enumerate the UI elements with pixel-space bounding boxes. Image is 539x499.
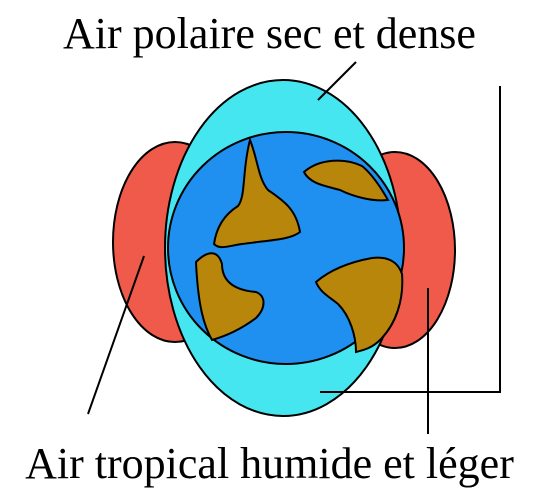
polar-air-label: Air polaire sec et dense — [63, 9, 476, 58]
continent-lower-right — [314, 256, 404, 354]
leader-line-polar-bracket — [320, 86, 501, 393]
leader-line-tropical-left — [87, 255, 145, 415]
leader-line-polar-top — [317, 61, 357, 101]
continent-upper-right — [302, 159, 390, 202]
continent-upper-left — [212, 136, 302, 249]
tropical-air-label: Air tropical humide et léger — [25, 439, 514, 488]
continent-lower-left — [194, 252, 265, 342]
